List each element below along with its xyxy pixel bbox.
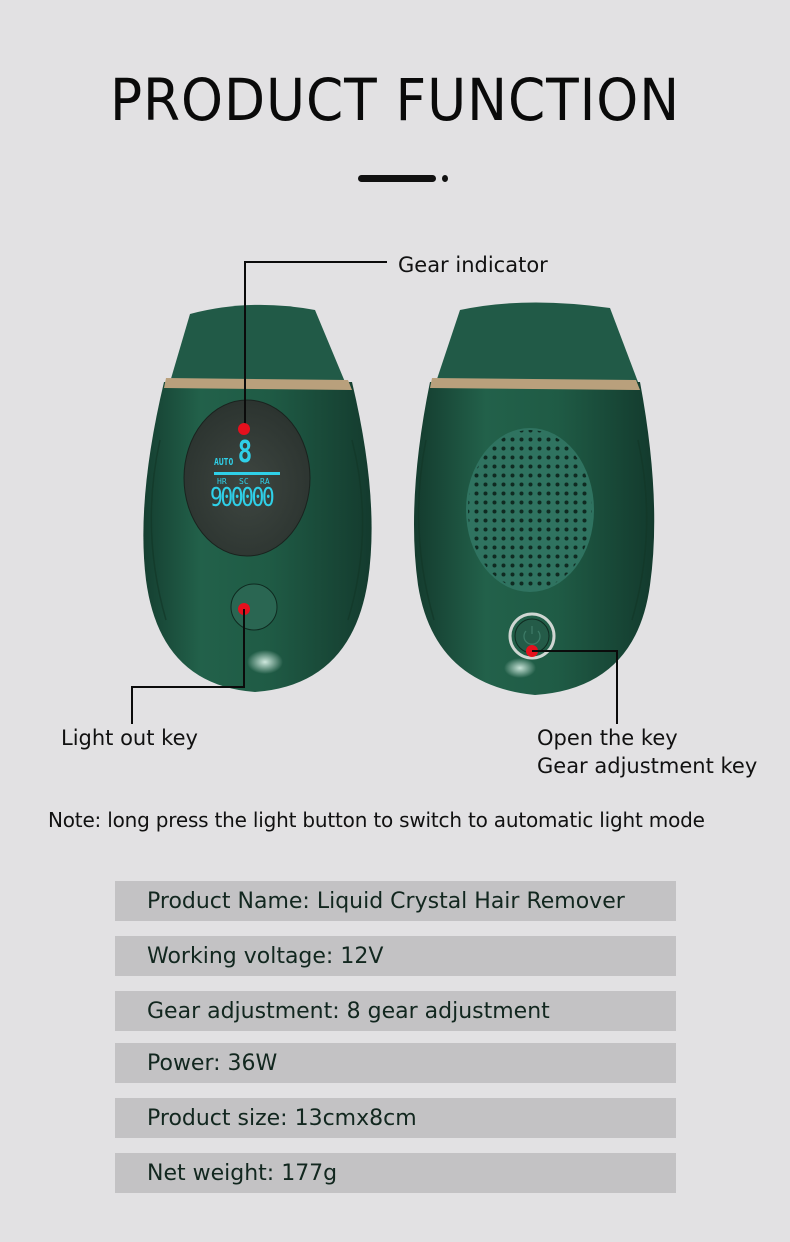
- lcd-label-hr: HR: [217, 477, 227, 486]
- device-back-image: [414, 302, 655, 695]
- gear-indicator-leader-h: [244, 261, 387, 263]
- lcd-count: 900000: [210, 483, 275, 513]
- spec-row-net-weight: Net weight: 177g: [115, 1153, 676, 1193]
- lcd-label-ra: RA: [260, 477, 270, 486]
- device-front-image: [143, 304, 372, 692]
- lcd-mode: AUTO: [214, 457, 234, 468]
- lcd-display: AUTO 8 HR SC RA 900000: [200, 435, 290, 527]
- light-out-key-label: Light out key: [61, 726, 198, 750]
- spec-text: Product Name: Liquid Crystal Hair Remove…: [147, 888, 625, 914]
- spec-text: Power: 36W: [147, 1050, 278, 1076]
- light-out-leader-h: [131, 686, 245, 688]
- gear-indicator-marker: [238, 423, 250, 435]
- spec-row-product-size: Product size: 13cmx8cm: [115, 1098, 676, 1138]
- lcd-label-sc: SC: [239, 477, 249, 486]
- gear-indicator-label: Gear indicator: [398, 253, 548, 277]
- gear-indicator-leader-v: [244, 261, 246, 429]
- light-out-leader-v1: [243, 609, 245, 687]
- title-divider-dot: [442, 175, 448, 182]
- light-out-leader-v2: [131, 686, 133, 724]
- page-title: PRODUCT FUNCTION: [109, 66, 681, 134]
- usage-note: Note: long press the light button to swi…: [48, 808, 705, 832]
- spec-text: Gear adjustment: 8 gear adjustment: [147, 998, 550, 1024]
- lcd-underline: [214, 472, 280, 475]
- open-key-leader-h: [532, 650, 618, 652]
- spec-row-working-voltage: Working voltage: 12V: [115, 936, 676, 976]
- spec-row-product-name: Product Name: Liquid Crystal Hair Remove…: [115, 881, 676, 921]
- spec-text: Product size: 13cmx8cm: [147, 1105, 417, 1131]
- spec-text: Working voltage: 12V: [147, 943, 384, 969]
- spec-text: Net weight: 177g: [147, 1160, 338, 1186]
- lcd-gear: 8: [237, 435, 253, 470]
- gear-adjustment-key-label: Gear adjustment key: [537, 754, 758, 778]
- spec-row-gear-adjustment: Gear adjustment: 8 gear adjustment: [115, 991, 676, 1031]
- spec-row-power: Power: 36W: [115, 1043, 676, 1083]
- open-key-label: Open the key: [537, 726, 678, 750]
- title-divider-bar: [358, 175, 436, 182]
- open-key-leader-v: [616, 650, 618, 724]
